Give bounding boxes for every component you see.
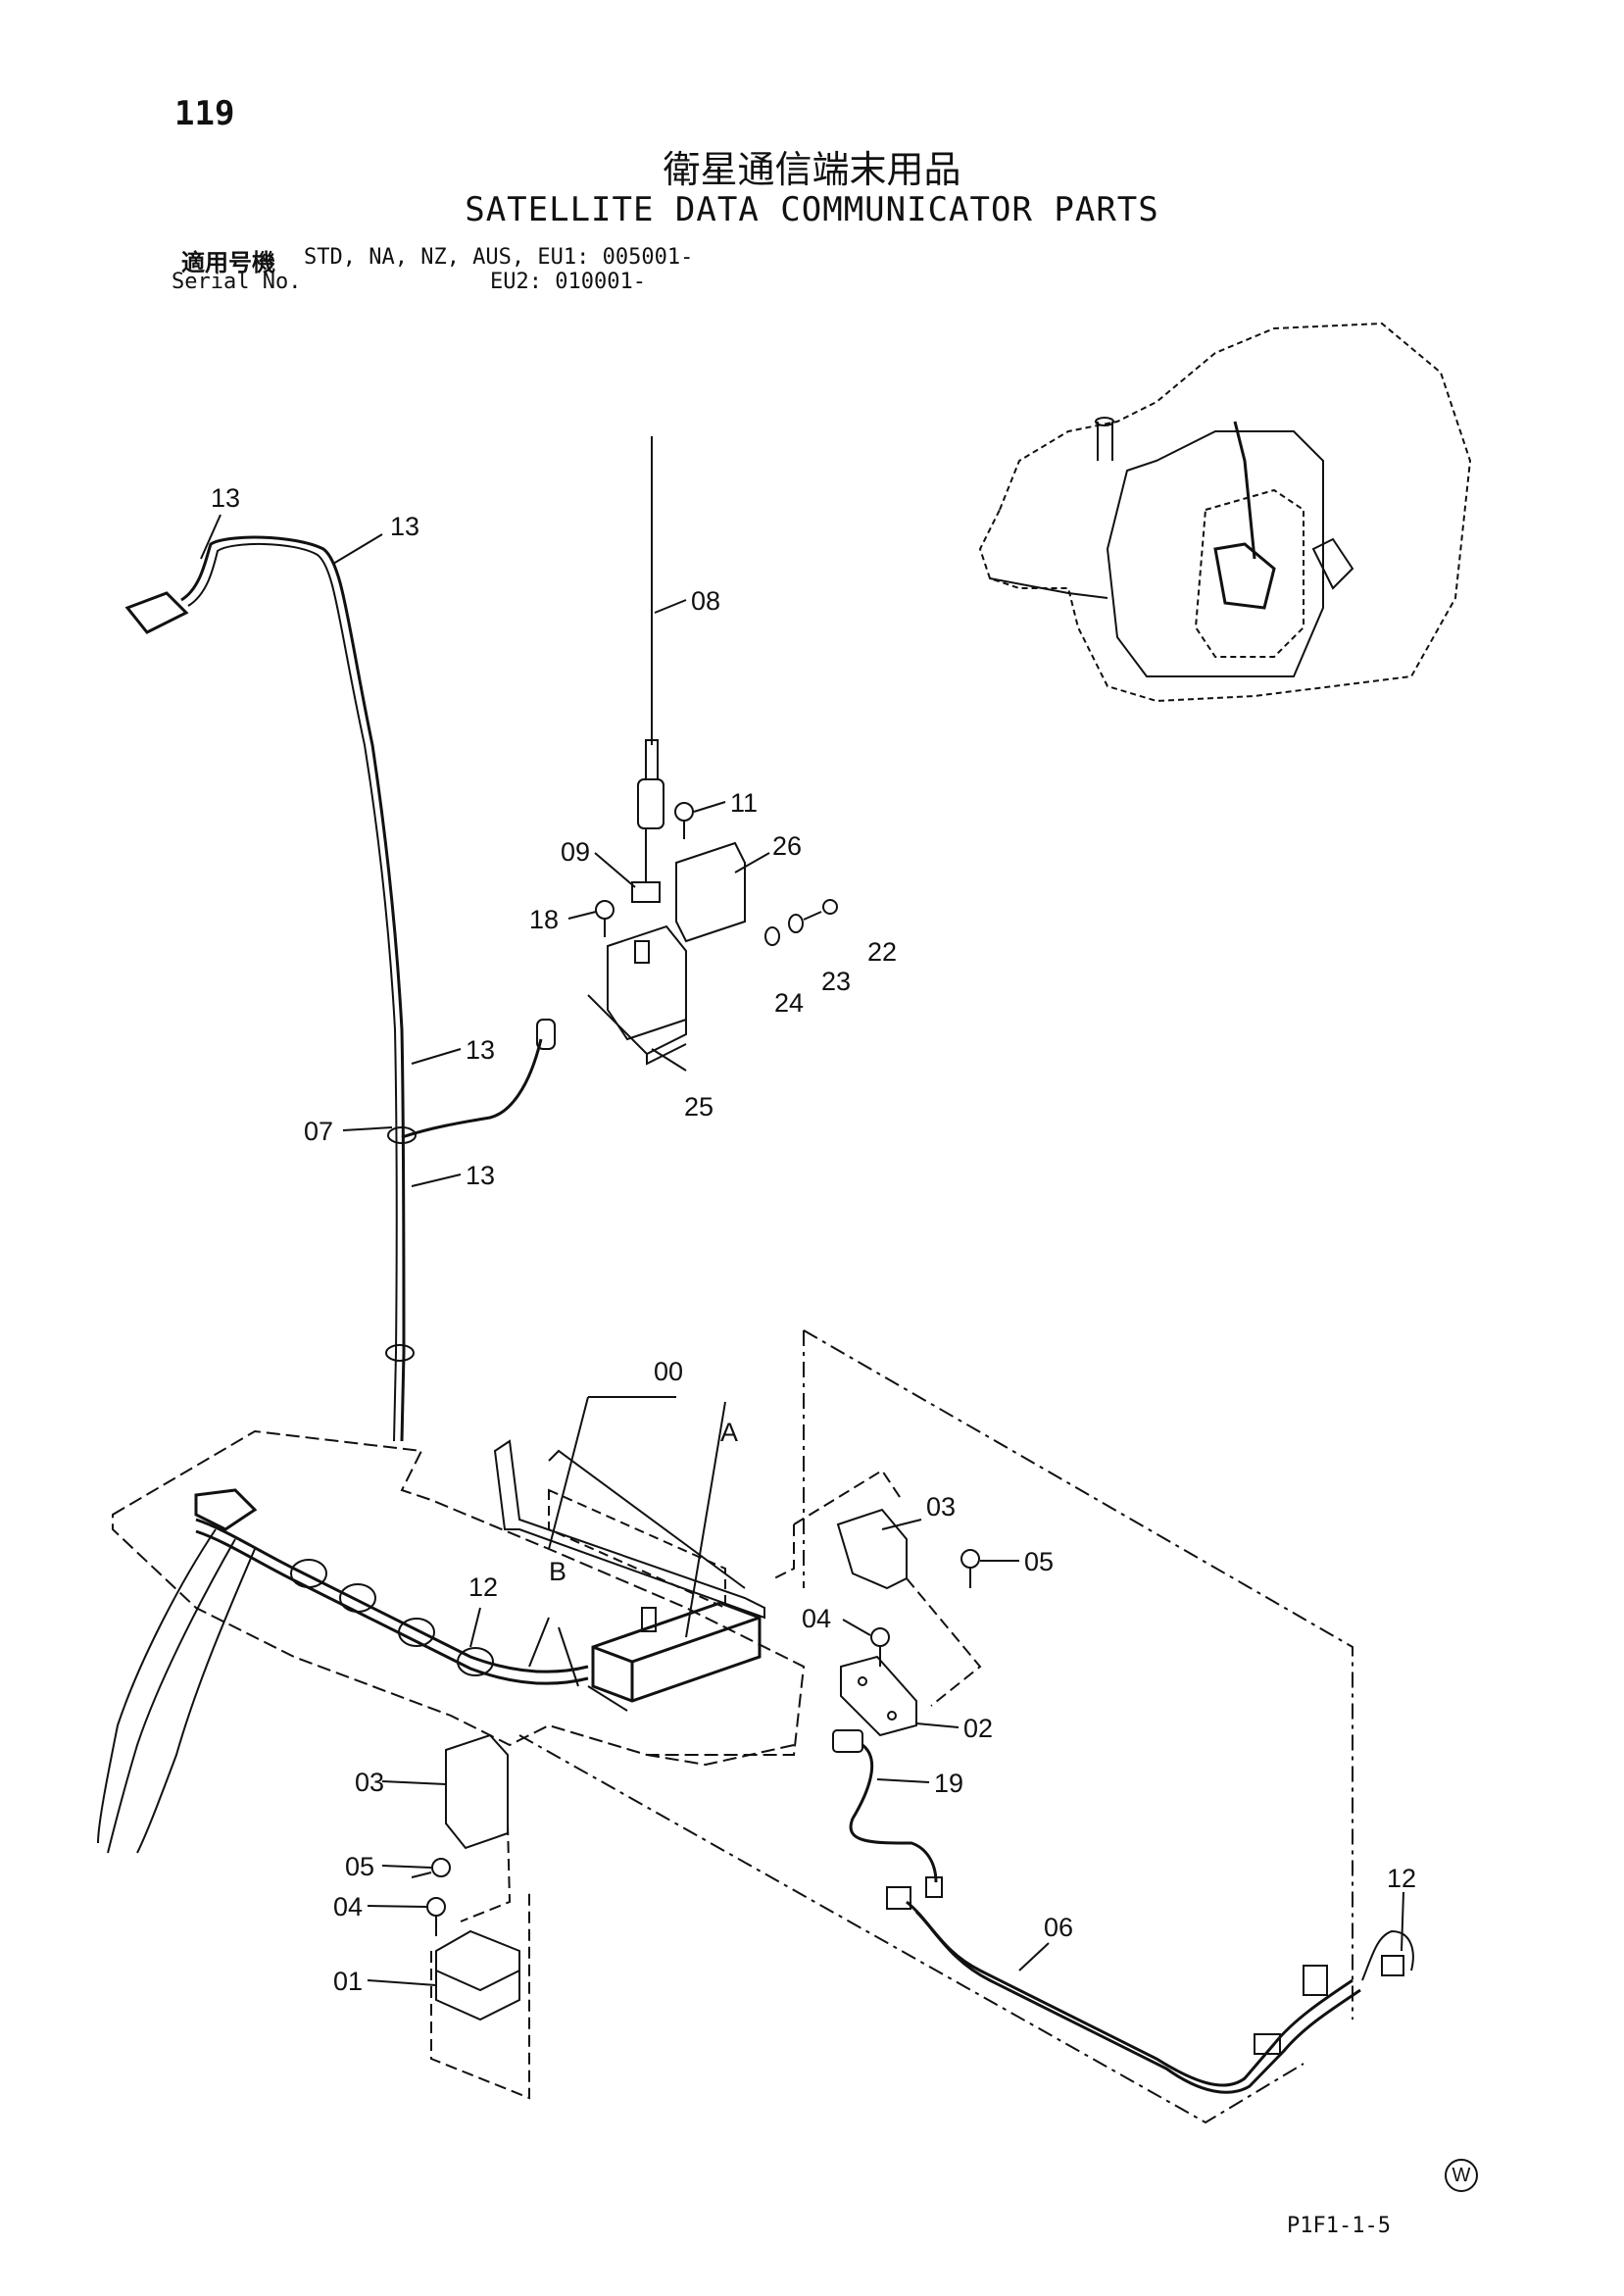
callout-25: 25 bbox=[684, 1092, 714, 1122]
antenna-bracket bbox=[587, 841, 746, 1066]
page-number: 119 bbox=[174, 94, 235, 133]
figure-code: P1F1-1-5 bbox=[1287, 2214, 1391, 2238]
antenna bbox=[631, 436, 664, 903]
callout-04: 04 bbox=[333, 1892, 363, 1922]
callout-03: 03 bbox=[355, 1768, 384, 1797]
watermark-w-mark: W bbox=[1445, 2159, 1478, 2192]
callout-26: 26 bbox=[772, 831, 802, 861]
communicator-mount bbox=[493, 1439, 765, 1620]
callout-labels: 13 13 08 11 09 26 18 22 23 24 25 13 07 1… bbox=[211, 483, 1416, 1996]
callout-05: 05 bbox=[1024, 1547, 1054, 1576]
callout-02: 02 bbox=[963, 1714, 993, 1743]
callout-05: 05 bbox=[345, 1852, 374, 1881]
callout-01: 01 bbox=[333, 1967, 363, 1996]
callout-13: 13 bbox=[211, 483, 240, 513]
callout-03: 03 bbox=[926, 1492, 956, 1522]
callout-18: 18 bbox=[529, 905, 559, 934]
serial-label-english: Serial No. bbox=[172, 270, 302, 294]
callout-19: 19 bbox=[934, 1769, 963, 1798]
bracket-03-upper bbox=[773, 1469, 982, 1707]
harness-19 bbox=[832, 1729, 943, 1898]
gps-harness bbox=[124, 535, 556, 1442]
callout-07: 07 bbox=[304, 1117, 333, 1146]
callout-00: 00 bbox=[654, 1357, 683, 1386]
callout-12: 12 bbox=[468, 1572, 498, 1602]
callout-12: 12 bbox=[1387, 1864, 1416, 1893]
callout-09: 09 bbox=[561, 837, 590, 867]
callout-08: 08 bbox=[691, 586, 720, 616]
callout-A: A bbox=[720, 1418, 738, 1447]
bracket-03-lower bbox=[445, 1733, 512, 1922]
bracket-02 bbox=[840, 1655, 917, 1737]
dashed-panel-outline bbox=[518, 1329, 1353, 2124]
bracket-01 bbox=[430, 1892, 530, 2100]
bolts-and-washers bbox=[411, 802, 980, 1936]
serial-range-line-1: STD, NA, NZ, AUS, EU1: 005001- bbox=[304, 245, 694, 270]
callout-23: 23 bbox=[821, 967, 851, 996]
callout-13: 13 bbox=[466, 1161, 495, 1190]
callout-22: 22 bbox=[867, 937, 897, 967]
serial-range-line-2: EU2: 010001- bbox=[490, 270, 646, 294]
harness-06 bbox=[886, 1886, 1414, 2094]
callout-06: 06 bbox=[1044, 1913, 1073, 1942]
callout-11: 11 bbox=[730, 788, 758, 818]
cab-harness-12 bbox=[97, 1488, 589, 1854]
cab-floor-plate bbox=[112, 1429, 806, 1767]
callout-04: 04 bbox=[802, 1604, 831, 1633]
page-title-english: SATELLITE DATA COMMUNICATOR PARTS bbox=[465, 190, 1159, 229]
leader-lines bbox=[200, 514, 1404, 1986]
serial-label-japanese: 適用号機 bbox=[181, 249, 275, 276]
excavator-thumbnail bbox=[978, 322, 1472, 703]
page-title-japanese: 衛星通信端末用品 bbox=[663, 148, 961, 191]
callout-24: 24 bbox=[774, 988, 804, 1018]
callout-B: B bbox=[549, 1557, 566, 1586]
callout-13: 13 bbox=[390, 512, 419, 541]
callout-13: 13 bbox=[466, 1035, 495, 1065]
data-communicator-unit bbox=[587, 1601, 762, 1712]
